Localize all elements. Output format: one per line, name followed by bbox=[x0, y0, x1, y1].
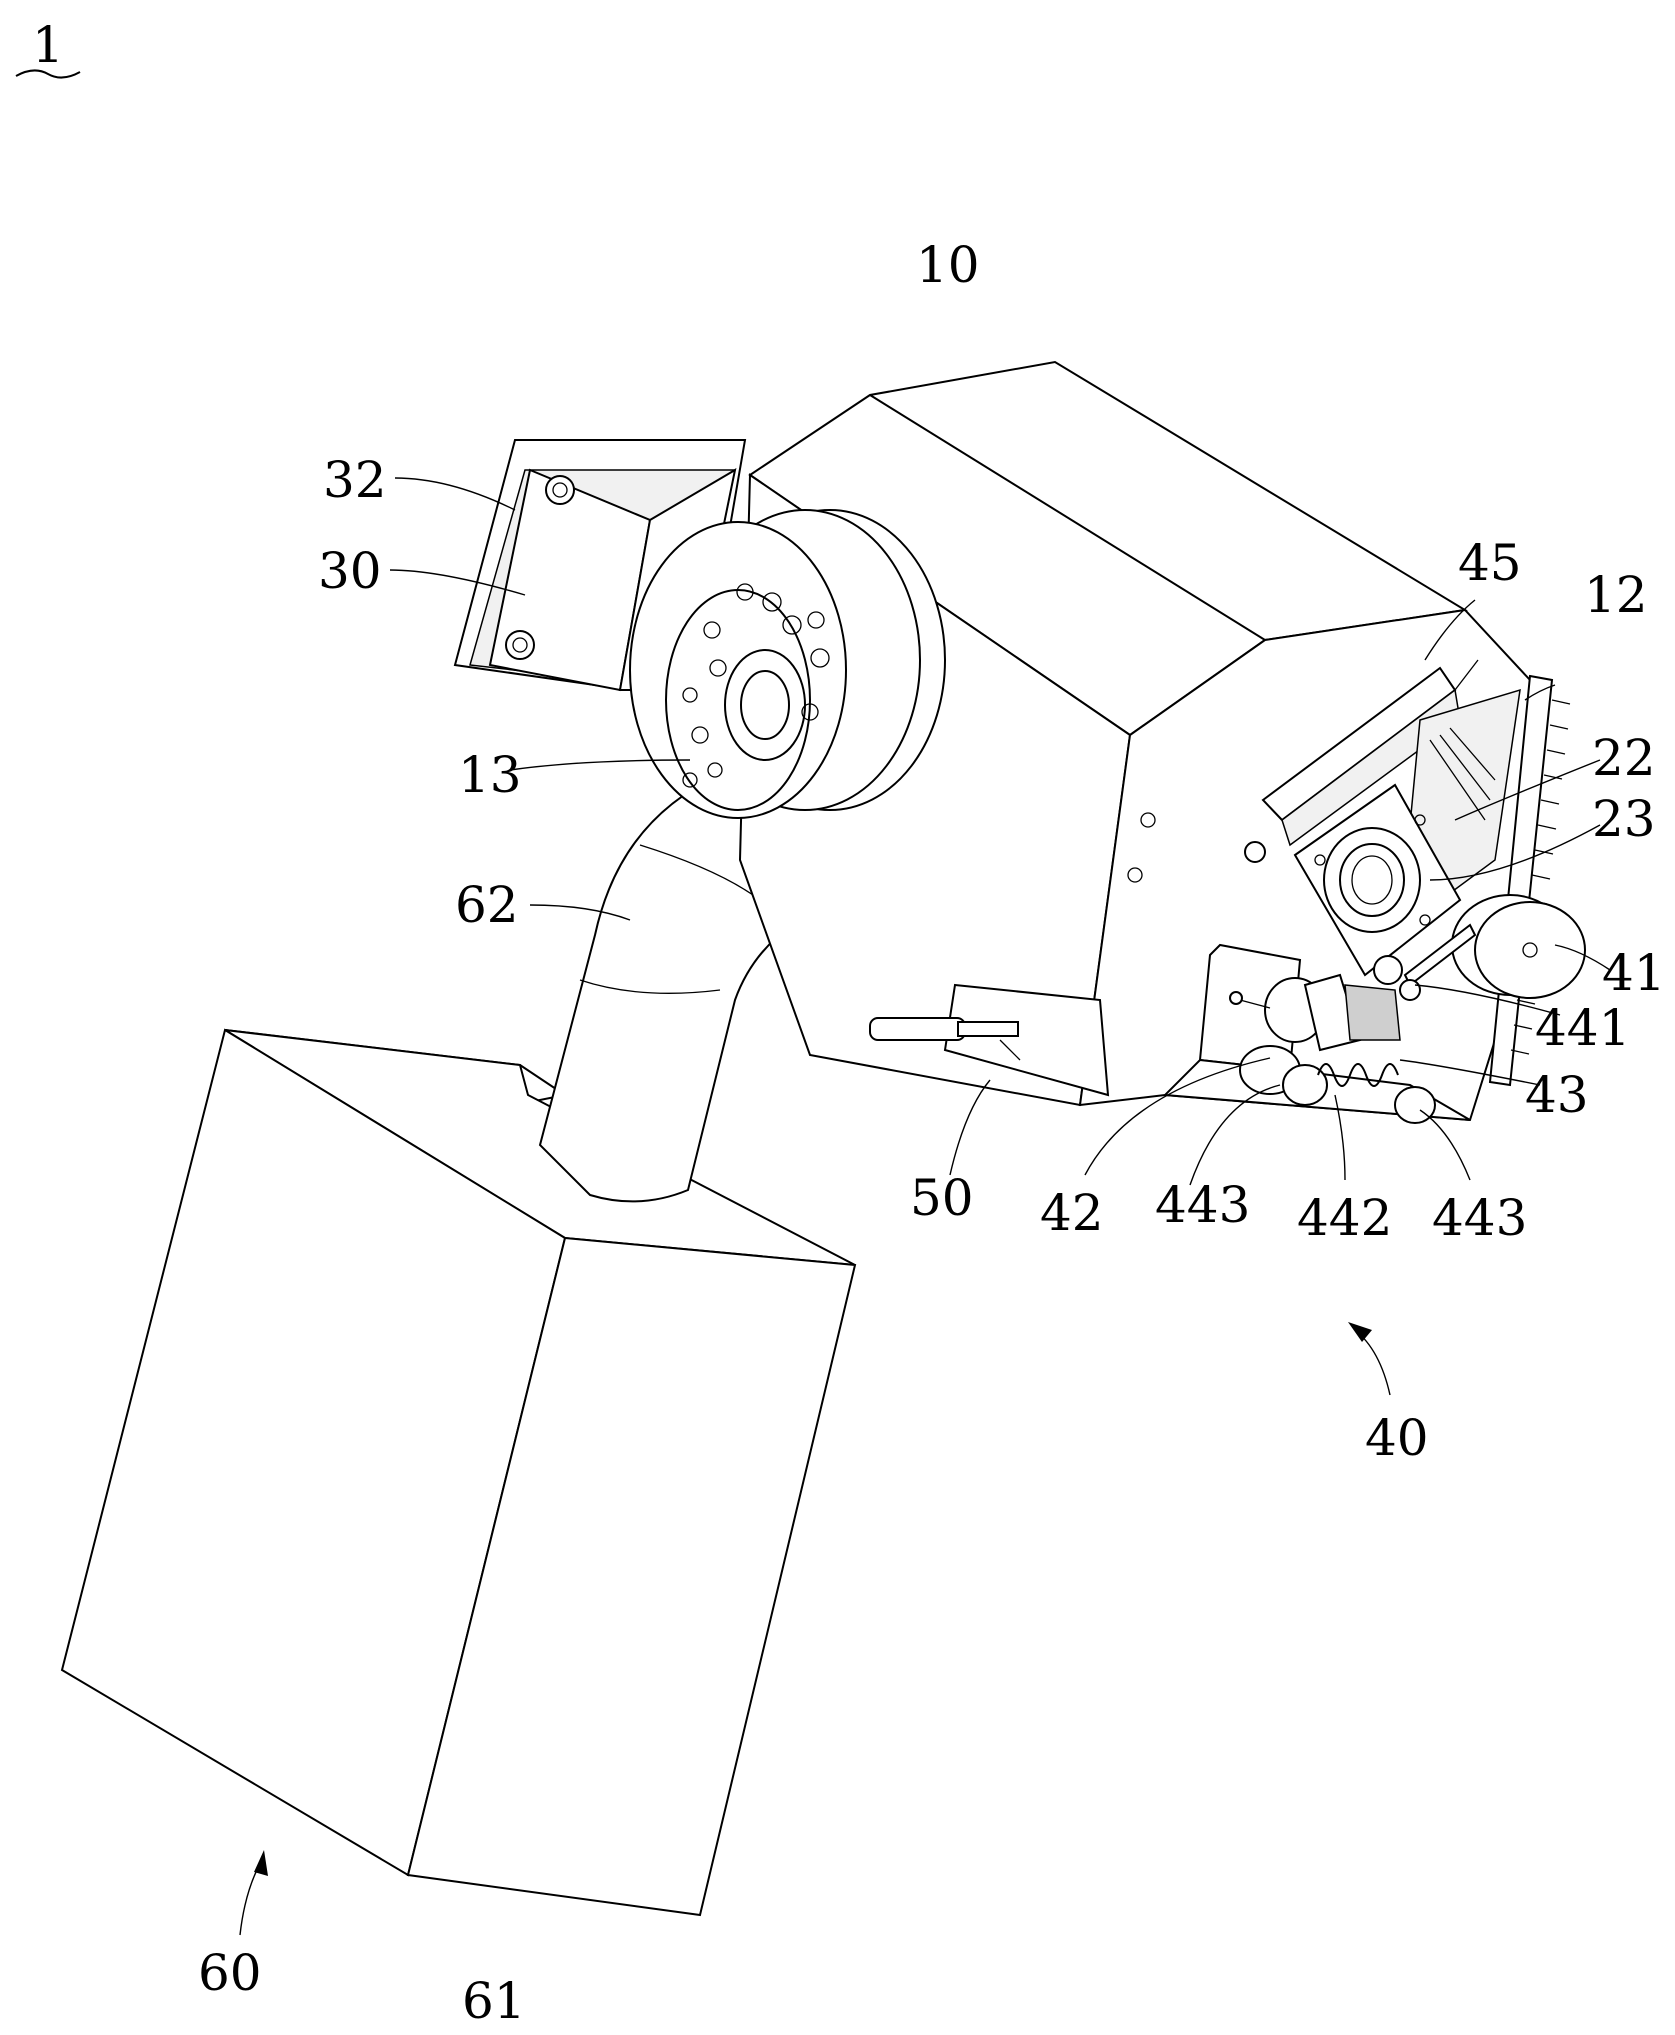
label-50: 50 bbox=[910, 1169, 974, 1227]
figure-number: 1 bbox=[32, 16, 64, 74]
disc-13 bbox=[629, 509, 946, 819]
arrow-60 bbox=[239, 1850, 268, 1936]
arrow-40 bbox=[1348, 1322, 1391, 1396]
label-30: 30 bbox=[318, 542, 382, 600]
label-10: 10 bbox=[916, 236, 980, 294]
box-61 bbox=[60, 1028, 857, 1917]
label-12: 12 bbox=[1584, 566, 1648, 624]
label-442: 442 bbox=[1297, 1189, 1392, 1247]
spring-442 bbox=[1239, 1045, 1436, 1124]
label-62: 62 bbox=[455, 876, 519, 934]
label-41: 41 bbox=[1602, 944, 1666, 1002]
figure-number-tilde bbox=[15, 69, 81, 79]
leader-lines bbox=[389, 477, 1611, 1186]
wheel-41 bbox=[1373, 894, 1586, 1001]
bearing-23 bbox=[1293, 783, 1462, 977]
nozzle-50 bbox=[869, 983, 1110, 1097]
label-45: 45 bbox=[1458, 534, 1522, 592]
label-443-right: 443 bbox=[1432, 1189, 1527, 1247]
label-40: 40 bbox=[1365, 1409, 1429, 1467]
label-23: 23 bbox=[1592, 790, 1656, 848]
label-22: 22 bbox=[1592, 729, 1656, 787]
label-13: 13 bbox=[458, 746, 522, 804]
label-43: 43 bbox=[1525, 1066, 1589, 1124]
label-60: 60 bbox=[198, 1944, 262, 2002]
label-443-left: 443 bbox=[1155, 1176, 1250, 1234]
label-441: 441 bbox=[1535, 999, 1630, 1057]
label-32: 32 bbox=[323, 451, 387, 509]
label-61: 61 bbox=[462, 1972, 526, 2030]
label-42: 42 bbox=[1040, 1184, 1104, 1242]
